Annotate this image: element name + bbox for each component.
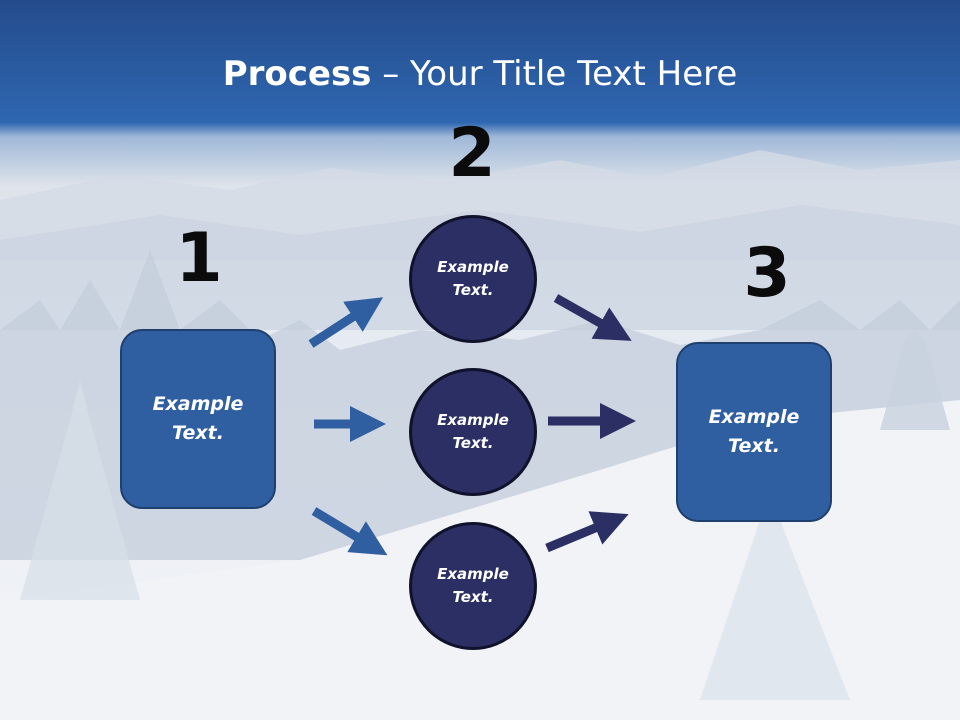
- circle-top: Example Text.: [409, 215, 537, 343]
- step-3-text-line2: Text.: [728, 435, 780, 457]
- circle-middle-line2: Text.: [452, 434, 494, 452]
- slide-title: Process – Your Title Text Here: [0, 52, 960, 96]
- arrow-top-to-3: [553, 294, 632, 341]
- circle-top-line1: Example: [437, 258, 509, 276]
- step-1-box: Example Text.: [120, 329, 276, 509]
- circle-bottom: Example Text.: [409, 522, 537, 650]
- circle-middle: Example Text.: [409, 368, 537, 496]
- circle-top-line2: Text.: [452, 281, 494, 299]
- step-3-box: Example Text.: [676, 342, 832, 522]
- step-3-text-line1: Example: [708, 406, 800, 428]
- title-bold: Process: [222, 54, 372, 94]
- title-rest: – Your Title Text Here: [371, 54, 738, 94]
- step-1-text-line2: Text.: [172, 422, 224, 444]
- arrow-bottom-to-3: [545, 511, 629, 553]
- circle-middle-line1: Example: [437, 411, 509, 429]
- circle-bottom-line1: Example: [437, 565, 509, 583]
- step-number-3: 3: [743, 234, 791, 313]
- arrow-1-to-bottom: [311, 507, 388, 556]
- step-1-text-line1: Example: [152, 393, 244, 415]
- step-number-2: 2: [448, 114, 496, 193]
- arrow-1-to-top: [308, 297, 384, 348]
- circle-bottom-line2: Text.: [452, 588, 494, 606]
- step-number-1: 1: [175, 219, 223, 298]
